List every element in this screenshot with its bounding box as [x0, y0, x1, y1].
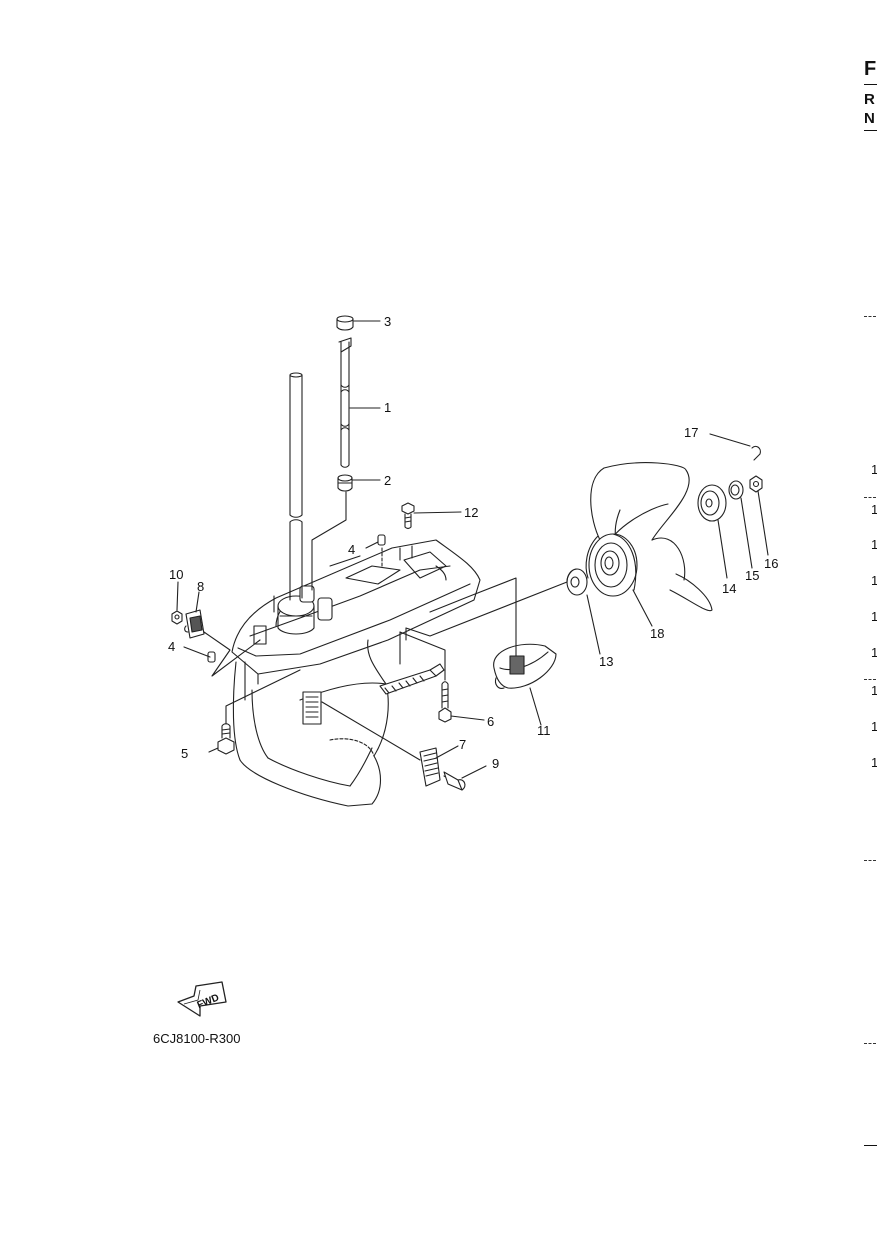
leader-rod-to-housing [311, 491, 347, 591]
edge-number: 1 [871, 755, 877, 770]
edge-number: 1 [871, 645, 877, 660]
callout-6: 6 [487, 714, 494, 729]
edge-number: 1 [871, 609, 877, 624]
part-17-pin [751, 445, 761, 461]
part-10-nut [171, 610, 183, 625]
part-7-cover [419, 747, 441, 787]
callout-8: 8 [197, 579, 204, 594]
callout-1: 1 [384, 400, 391, 415]
callout-10: 10 [169, 567, 183, 582]
part-3-cap [336, 315, 354, 331]
leader-anode [429, 577, 517, 657]
drive-shaft [289, 372, 303, 599]
part-18-propeller [585, 462, 713, 612]
divider [864, 130, 877, 131]
part-15-washer [728, 480, 744, 500]
fwd-arrow-icon: FWD [177, 981, 227, 1017]
water-pump-assembly [273, 585, 333, 635]
leader-spacer [405, 581, 568, 641]
row-r: R [864, 91, 875, 108]
callout-18: 18 [650, 626, 664, 641]
callout-5: 5 [181, 746, 188, 761]
part-4-dowel-lower [207, 651, 216, 663]
edge-number: 1 [871, 719, 877, 734]
callout-labels: 1 2 3 4 4 5 6 7 8 9 10 11 12 13 14 15 16… [168, 314, 778, 771]
edge-number: 1 [871, 683, 877, 698]
edge-number: 1 [871, 573, 877, 588]
part-12-bolt [401, 502, 415, 530]
part-16-nut [749, 475, 763, 493]
callout-13: 13 [599, 654, 613, 669]
callout-15: 15 [745, 568, 759, 583]
part-8-plate [184, 609, 205, 639]
divider [864, 860, 876, 861]
part-2-grommet [337, 474, 353, 492]
leader-cover-to-housing [321, 701, 421, 761]
part-5-bolt [217, 723, 235, 755]
gear-case-housing [231, 539, 481, 807]
edge-number: 1 [871, 462, 877, 477]
leader-bolt5-to-housing [225, 669, 301, 725]
callout-14: 14 [722, 581, 736, 596]
callout-3: 3 [384, 314, 391, 329]
part-1-shift-rod [338, 337, 352, 468]
divider [864, 497, 876, 498]
divider [864, 316, 876, 317]
leader-plate-to-housing [203, 631, 261, 677]
callout-12: 12 [464, 505, 478, 520]
callout-9: 9 [492, 756, 499, 771]
callout-16: 16 [764, 556, 778, 571]
divider [864, 679, 876, 680]
callout-7: 7 [459, 737, 466, 752]
callout-17: 17 [684, 425, 698, 440]
part-9-screw [443, 771, 466, 791]
part-13-spacer [566, 568, 588, 596]
divider [864, 1145, 877, 1146]
part-11-anode [493, 643, 557, 689]
divider [864, 1043, 876, 1044]
callout-2: 2 [384, 473, 391, 488]
part-6-bolt [438, 681, 452, 723]
edge-number: 1 [871, 502, 877, 517]
callout-4-lower: 4 [168, 639, 175, 654]
callout-leaders [176, 320, 769, 779]
edge-number: 1 [871, 537, 877, 552]
row-n: N [864, 110, 875, 127]
col-letter: F [864, 58, 877, 80]
callout-4-upper: 4 [348, 542, 355, 557]
leader-bolt6-to-housing [399, 631, 446, 681]
divider [864, 84, 877, 85]
propeller-shaft [379, 663, 445, 695]
part-4-dowel-upper [377, 534, 386, 546]
drawing-code: 6CJ8100-R300 [153, 1031, 241, 1046]
callout-11: 11 [537, 723, 551, 738]
part-14-washer [697, 484, 727, 522]
